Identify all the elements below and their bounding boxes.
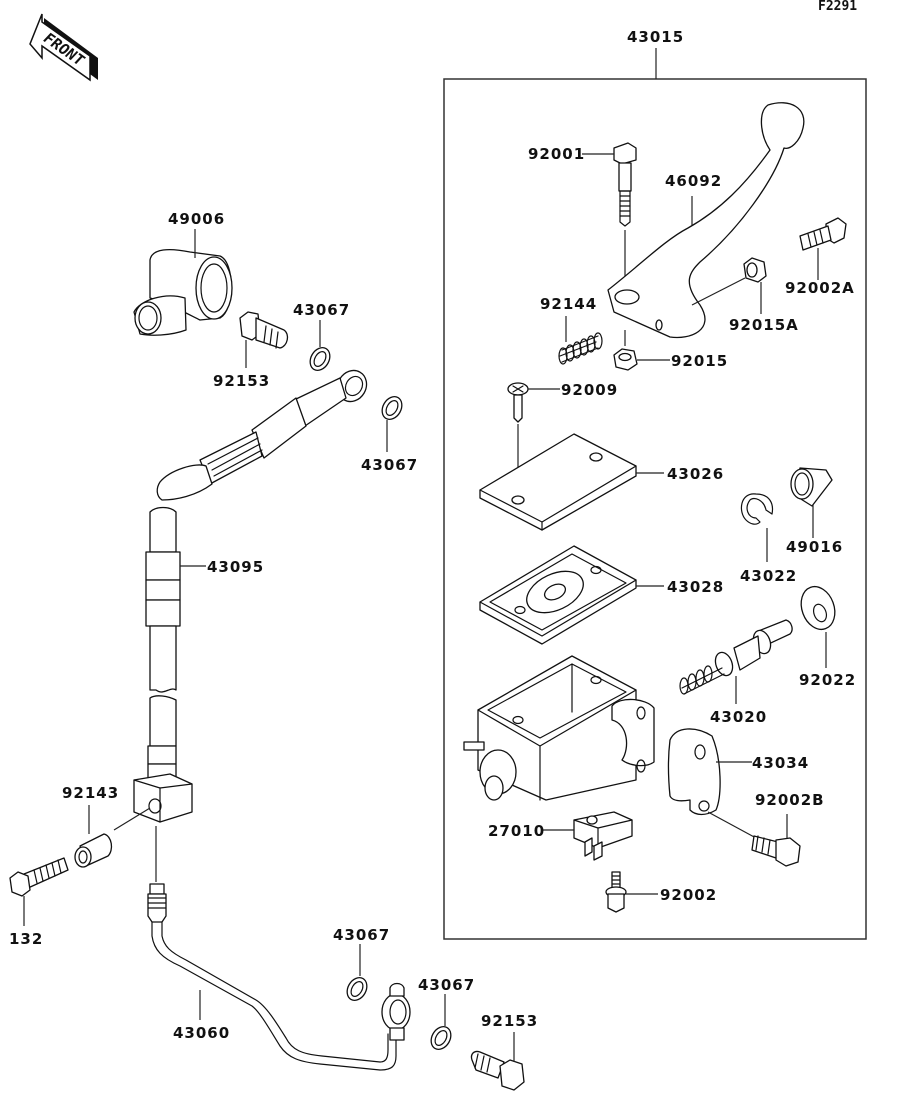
- callout-92002B: 92002B: [755, 791, 825, 809]
- part-hose-joint-block[interactable]: [113, 773, 193, 882]
- callout-92022: 92022: [799, 671, 856, 689]
- callout-43067-b: 43067: [361, 456, 418, 474]
- callout-49006: 49006: [168, 210, 225, 228]
- part-92002A-bolt[interactable]: 92002A: [785, 217, 855, 297]
- part-92022-washer[interactable]: 92022: [795, 582, 856, 689]
- callout-43067-a: 43067: [293, 301, 350, 319]
- callout-43034: 43034: [752, 754, 809, 772]
- callout-132: 132: [9, 930, 43, 948]
- part-43060-brake-pipe[interactable]: 43060: [147, 883, 411, 1071]
- part-49016-boot[interactable]: 49016: [786, 467, 843, 556]
- callout-92153-lower: 92153: [481, 1012, 538, 1030]
- part-43034-clamp-holder[interactable]: 43034: [667, 728, 810, 839]
- part-43067-washer-c[interactable]: 43067: [333, 926, 390, 1004]
- callout-92015: 92015: [671, 352, 728, 370]
- callout-27010: 27010: [488, 822, 545, 840]
- callout-43022: 43022: [740, 567, 797, 585]
- part-92143-collar[interactable]: 92143: [62, 784, 119, 868]
- part-132-bolt[interactable]: 132: [9, 857, 69, 948]
- part-43022-circlip[interactable]: 43022: [740, 493, 797, 585]
- part-49006-cover[interactable]: 49006: [133, 210, 233, 336]
- part-43020-piston-kit[interactable]: 43020: [679, 619, 793, 726]
- part-92153-banjo-bolt-lower[interactable]: 92153: [470, 1012, 538, 1091]
- callout-43067-c: 43067: [333, 926, 390, 944]
- callout-92143: 92143: [62, 784, 119, 802]
- part-92001-bolt[interactable]: 92001: [528, 142, 637, 290]
- part-43095-brake-hose[interactable]: 43095: [145, 365, 372, 779]
- callout-92002A: 92002A: [785, 279, 855, 297]
- part-92015A-nut[interactable]: 92015A: [729, 257, 799, 334]
- part-92009-screw[interactable]: 92009: [507, 381, 618, 496]
- part-43067-washer-a[interactable]: 43067: [293, 301, 350, 374]
- callout-46092: 46092: [665, 172, 722, 190]
- callout-92153-upper: 92153: [213, 372, 270, 390]
- callout-43095: 43095: [207, 558, 264, 576]
- figure-code: F2291: [818, 0, 857, 14]
- part-46092-lever[interactable]: 46092: [607, 102, 805, 339]
- part-92144-spring[interactable]: 92144: [540, 295, 603, 365]
- callout-43028: 43028: [667, 578, 724, 596]
- callout-92001: 92001: [528, 145, 585, 163]
- part-92153-banjo-bolt-upper[interactable]: 92153: [213, 311, 289, 390]
- callout-49016: 49016: [786, 538, 843, 556]
- part-92002-bolt[interactable]: 92002: [605, 871, 717, 913]
- front-arrow-icon: FRONT: [29, 13, 98, 82]
- part-92015-nut[interactable]: 92015: [613, 330, 728, 371]
- callout-92015A: 92015A: [729, 316, 799, 334]
- callout-43020: 43020: [710, 708, 767, 726]
- callout-43026: 43026: [667, 465, 724, 483]
- part-92002B-bolt[interactable]: 92002B: [751, 791, 825, 867]
- part-43028-diaphragm[interactable]: 43028: [479, 545, 724, 645]
- part-master-cylinder-body[interactable]: [463, 655, 655, 801]
- callout-43067-d: 43067: [418, 976, 475, 994]
- part-43067-washer-d[interactable]: 43067: [418, 976, 475, 1053]
- master-cylinder-assembly-box: 43015: [443, 28, 867, 940]
- part-43067-washer-b[interactable]: 43067: [361, 393, 418, 474]
- callout-43060: 43060: [173, 1024, 230, 1042]
- callout-92144: 92144: [540, 295, 597, 313]
- part-27010-brake-switch[interactable]: 27010: [488, 811, 633, 861]
- callout-43015: 43015: [627, 28, 684, 46]
- callout-92009: 92009: [561, 381, 618, 399]
- callout-92002: 92002: [660, 886, 717, 904]
- part-43026-reservoir-cap[interactable]: 43026: [479, 433, 724, 531]
